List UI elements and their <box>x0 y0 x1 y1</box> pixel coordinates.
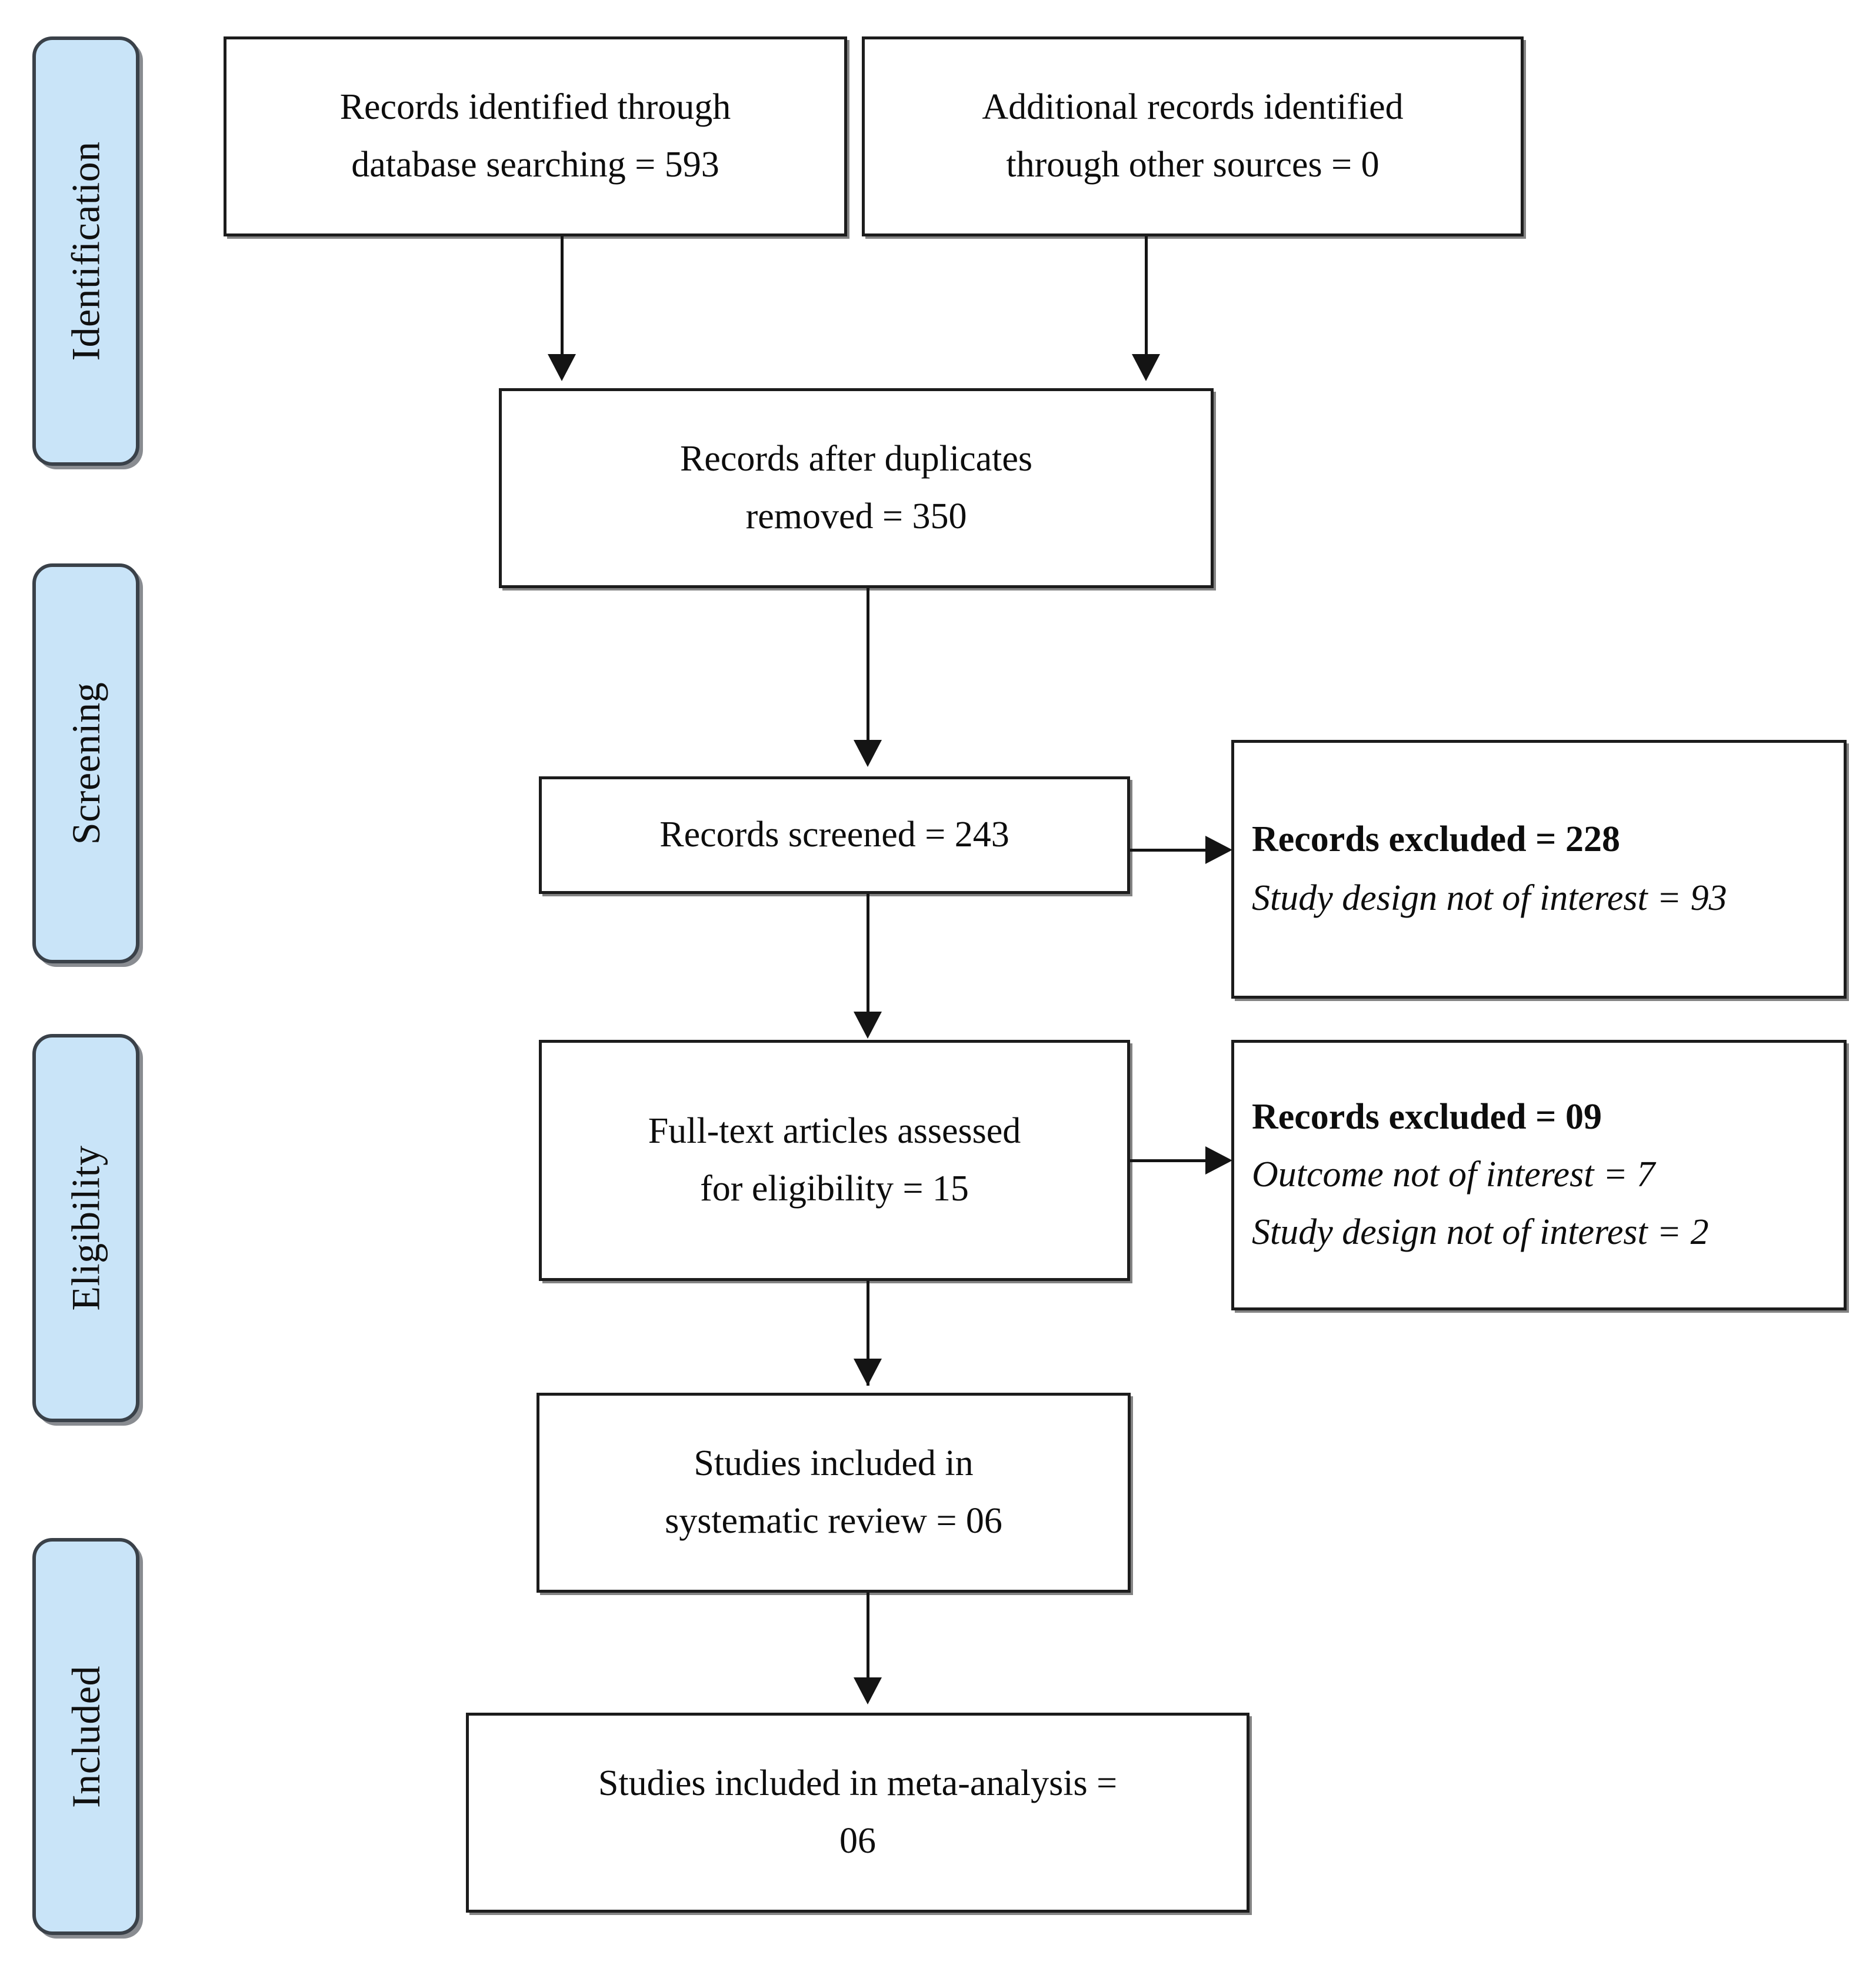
box-line-1: Records screened = 243 <box>659 815 1009 855</box>
box-additional-records-other-sources: Additional records identified through ot… <box>862 36 1524 236</box>
connector-line-additional-to-duplicates <box>1145 236 1148 354</box>
connector-line-fulltext-to-systematic-review <box>867 1281 869 1386</box>
arrow-screened-to-excluded <box>1205 836 1232 864</box>
connector-line-screened-to-fulltext <box>867 894 869 1012</box>
box-line-2: through other sources = 0 <box>1006 145 1379 185</box>
connector-line-fulltext-to-excluded <box>1130 1159 1207 1162</box>
stage-label-eligibility: Eligibility <box>64 1145 109 1311</box>
stage-pill-eligibility: Eligibility <box>32 1034 139 1422</box>
box-records-after-duplicates-removed: Records after duplicates removed = 350 <box>499 388 1214 588</box>
box-line-2: removed = 350 <box>745 496 967 536</box>
box-line-2: systematic review = 06 <box>665 1501 1002 1541</box>
arrow-fulltext-to-excluded <box>1205 1146 1232 1175</box>
arrow-additional-to-duplicates <box>1132 354 1160 381</box>
arrow-screened-to-fulltext <box>854 1012 882 1039</box>
box-line-1: Records identified through <box>339 87 731 128</box>
arrow-identified-to-duplicates <box>548 354 576 381</box>
stage-label-identification: Identification <box>64 141 109 361</box>
box-excluded-reason-1: Outcome not of interest = 7 <box>1252 1155 1655 1195</box>
box-line-2: for eligibility = 15 <box>700 1169 969 1209</box>
arrow-duplicates-to-screened <box>854 740 882 767</box>
box-line-1: Studies included in <box>694 1443 974 1484</box>
box-studies-included-systematic-review: Studies included in systematic review = … <box>537 1393 1131 1593</box>
stage-label-included: Included <box>64 1665 108 1808</box>
stage-pill-included: Included <box>32 1538 139 1935</box>
stage-label-screening: Screening <box>64 682 108 845</box>
connector-line-screened-to-excluded <box>1130 849 1207 852</box>
box-records-screened: Records screened = 243 <box>539 776 1130 894</box>
box-records-identified-database: Records identified through database sear… <box>224 36 847 236</box>
box-fulltext-articles-assessed: Full-text articles assessed for eligibil… <box>539 1040 1130 1281</box>
arrow-fulltext-to-systematic-review <box>854 1359 882 1386</box>
box-records-excluded-screening: Records excluded = 228 Study design not … <box>1231 740 1847 999</box>
box-studies-included-meta-analysis: Studies included in meta-analysis = 06 <box>466 1713 1249 1913</box>
connector-line-identified-to-duplicates <box>561 236 564 354</box>
box-excluded-reason-2: Study design not of interest = 2 <box>1252 1212 1709 1252</box>
arrow-systematic-review-to-meta-analysis <box>854 1677 882 1704</box>
box-excluded-heading: Records excluded = 09 <box>1252 1097 1602 1137</box>
box-excluded-reason-1: Study design not of interest = 93 <box>1252 878 1727 918</box>
box-records-excluded-eligibility: Records excluded = 09 Outcome not of int… <box>1231 1040 1847 1310</box>
box-line-1: Additional records identified <box>982 87 1404 128</box>
stage-pill-identification: Identification <box>32 36 139 466</box>
connector-line-systematic-review-to-meta-analysis <box>867 1593 869 1699</box>
box-line-2: 06 <box>839 1821 876 1861</box>
connector-line-duplicates-to-screened <box>867 588 869 740</box>
box-line-1: Records after duplicates <box>679 439 1033 479</box>
stage-pill-screening: Screening <box>32 563 139 963</box>
box-excluded-heading: Records excluded = 228 <box>1252 819 1620 859</box>
box-line-1: Full-text articles assessed <box>648 1111 1021 1152</box>
box-line-1: Studies included in meta-analysis = <box>598 1763 1118 1804</box>
box-line-2: database searching = 593 <box>351 145 719 185</box>
